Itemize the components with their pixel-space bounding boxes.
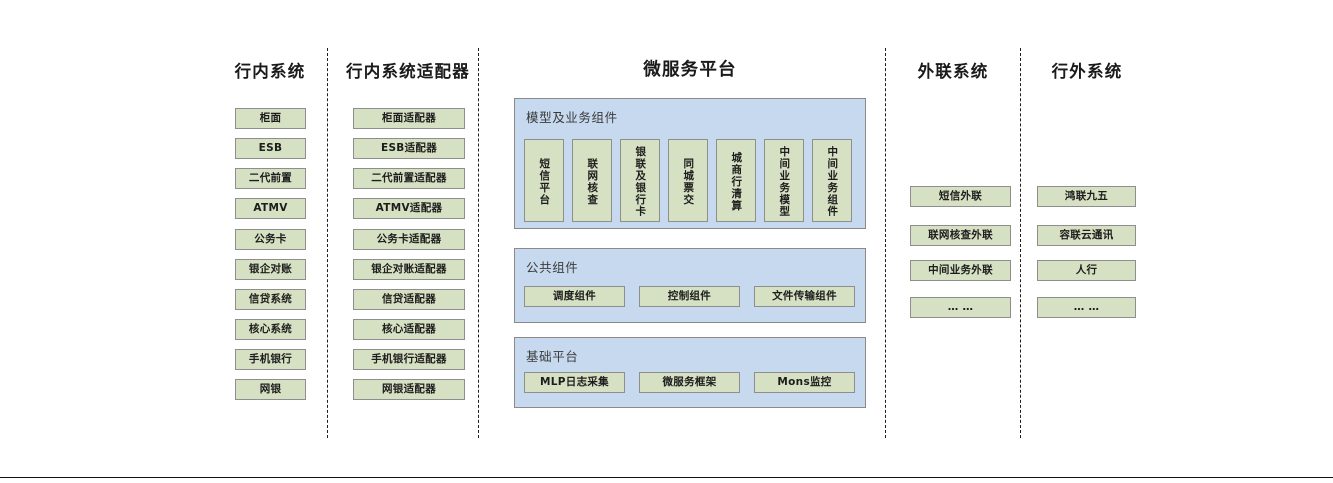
node-in-bank-system[interactable]: 二代前置: [235, 168, 306, 189]
node-in-bank-system[interactable]: ATMV: [235, 198, 306, 219]
node-public-component[interactable]: 控制组件: [639, 286, 740, 307]
node-external-link-system[interactable]: 中间业务外联: [910, 260, 1011, 281]
page-bottom-rule: [0, 477, 1333, 478]
node-out-of-bank-system[interactable]: 容联云通讯: [1037, 225, 1136, 246]
panel-label-base-platform: 基础平台: [526, 349, 579, 364]
column-divider-2: [478, 48, 479, 438]
node-model-component[interactable]: 联网核查: [572, 139, 612, 222]
node-in-bank-system[interactable]: 柜面: [235, 108, 306, 129]
node-model-component[interactable]: 短信平台: [524, 139, 564, 222]
column-divider-1: [327, 48, 328, 438]
panel-label-public-components: 公共组件: [526, 260, 579, 275]
node-in-bank-adapter[interactable]: 公务卡适配器: [353, 229, 465, 250]
column-header-in-bank-systems: 行内系统: [234, 62, 306, 81]
column-header-in-bank-adapters: 行内系统适配器: [346, 62, 470, 81]
node-base-platform-component[interactable]: Mons监控: [754, 372, 855, 393]
column-header-microservice-platform: 微服务平台: [643, 60, 737, 80]
node-in-bank-adapter[interactable]: 银企对账适配器: [353, 259, 465, 280]
node-model-component[interactable]: 中间业务模型: [764, 139, 804, 222]
node-in-bank-system[interactable]: 信贷系统: [235, 289, 306, 310]
node-out-of-bank-system[interactable]: 人行: [1037, 260, 1136, 281]
node-external-link-system[interactable]: 短信外联: [910, 186, 1011, 207]
panel-public-components: 公共组件: [514, 248, 866, 323]
node-base-platform-component[interactable]: 微服务框架: [639, 372, 740, 393]
node-in-bank-adapter[interactable]: 信贷适配器: [353, 289, 465, 310]
node-in-bank-system[interactable]: 银企对账: [235, 259, 306, 280]
node-in-bank-system[interactable]: ESB: [235, 138, 306, 159]
node-in-bank-system[interactable]: 手机银行: [235, 349, 306, 370]
node-public-component[interactable]: 调度组件: [524, 286, 625, 307]
column-divider-4: [1020, 48, 1021, 438]
node-in-bank-system[interactable]: 网银: [235, 379, 306, 400]
node-external-link-system[interactable]: 联网核查外联: [910, 225, 1011, 246]
node-in-bank-adapter[interactable]: 核心适配器: [353, 319, 465, 340]
node-model-component[interactable]: 城商行清算: [716, 139, 756, 222]
node-in-bank-adapter[interactable]: ATMV适配器: [353, 198, 465, 219]
node-base-platform-component[interactable]: MLP日志采集: [524, 372, 625, 393]
node-in-bank-system[interactable]: 公务卡: [235, 229, 306, 250]
node-public-component[interactable]: 文件传输组件: [754, 286, 855, 307]
node-model-component[interactable]: 银联及银行卡: [620, 139, 660, 222]
node-model-component[interactable]: 中间业务组件: [812, 139, 852, 222]
node-in-bank-system[interactable]: 核心系统: [235, 319, 306, 340]
column-divider-3: [885, 48, 886, 438]
column-header-external-link-systems: 外联系统: [917, 62, 989, 81]
node-in-bank-adapter[interactable]: 网银适配器: [353, 379, 465, 400]
node-external-link-system[interactable]: … …: [910, 297, 1011, 318]
node-in-bank-adapter[interactable]: 手机银行适配器: [353, 349, 465, 370]
node-in-bank-adapter[interactable]: ESB适配器: [353, 138, 465, 159]
node-out-of-bank-system[interactable]: 鸿联九五: [1037, 186, 1136, 207]
node-in-bank-adapter[interactable]: 柜面适配器: [353, 108, 465, 129]
node-in-bank-adapter[interactable]: 二代前置适配器: [353, 168, 465, 189]
column-header-out-of-bank-systems: 行外系统: [1051, 62, 1123, 81]
node-out-of-bank-system[interactable]: … …: [1037, 297, 1136, 318]
panel-label-model-business-components: 模型及业务组件: [526, 110, 618, 125]
node-model-component[interactable]: 同城票交: [668, 139, 708, 222]
